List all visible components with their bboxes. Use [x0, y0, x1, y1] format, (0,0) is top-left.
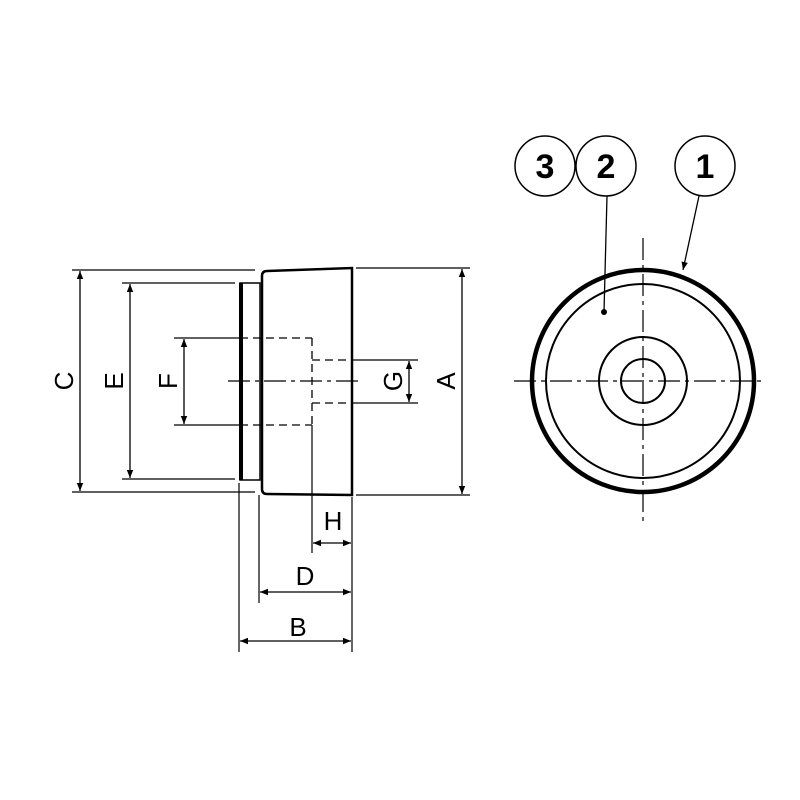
inner-ring	[545, 283, 741, 479]
side-view	[72, 266, 470, 652]
front-view	[514, 195, 766, 525]
label-a: A	[431, 372, 461, 390]
balloon-1: 1	[696, 148, 715, 186]
dimension-lines	[76, 269, 466, 645]
label-d: D	[296, 561, 315, 591]
extension-lines	[72, 267, 470, 652]
balloon-2: 2	[597, 148, 616, 186]
dimension-labels: C E F G A H D B	[49, 371, 461, 642]
label-g: G	[378, 371, 408, 391]
balloons: 3 2 1	[514, 135, 736, 197]
balloon-3: 3	[536, 148, 555, 186]
body-outline	[260, 266, 354, 497]
label-c: C	[49, 372, 79, 391]
label-h: H	[324, 506, 343, 536]
leader-2	[603, 195, 608, 313]
hub	[598, 336, 688, 426]
leader-1	[681, 195, 700, 271]
label-e: E	[99, 372, 129, 389]
label-b: B	[289, 612, 306, 642]
outer-rim	[529, 267, 757, 495]
label-f: F	[153, 373, 183, 389]
bore	[620, 358, 666, 404]
